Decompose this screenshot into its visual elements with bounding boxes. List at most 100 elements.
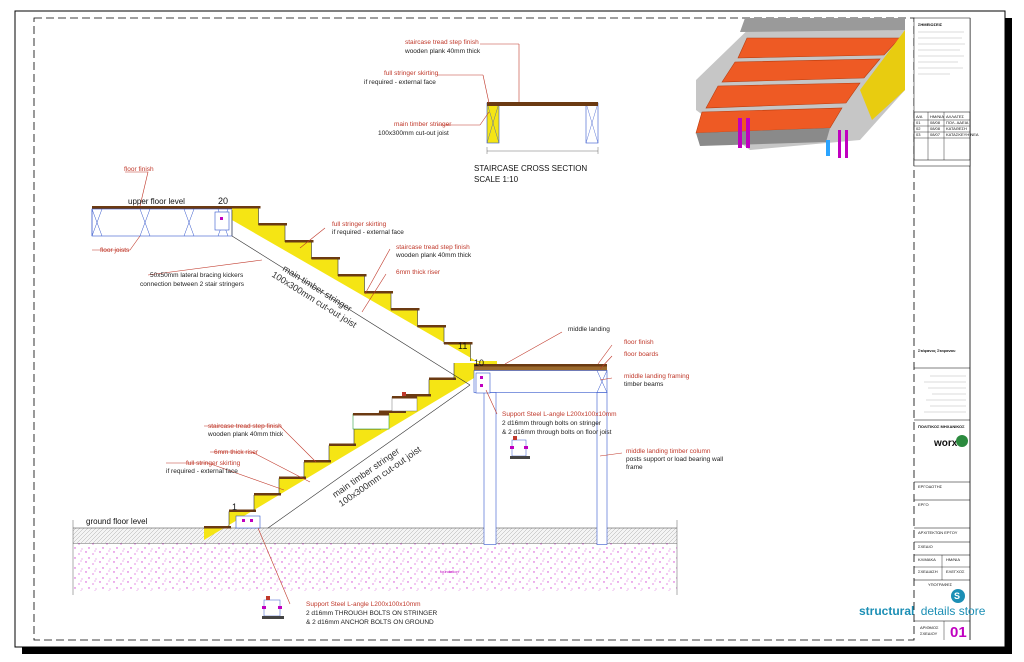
lower-tread-detail bbox=[352, 413, 390, 430]
field-client-label: ΕΡΓΟΔΟΤΗΣ bbox=[918, 484, 943, 489]
ground-concrete bbox=[73, 543, 677, 591]
lower-flight-tread bbox=[379, 410, 406, 413]
cross-section-tread bbox=[487, 102, 598, 106]
cross-tread-desc: wooden plank 40mm thick bbox=[404, 48, 481, 55]
lower-flight-tread bbox=[279, 476, 306, 479]
skirting-upper-label: full stringer skirting bbox=[332, 221, 387, 228]
upper-tread-detail bbox=[391, 392, 418, 412]
steel-landing-label-3: & 2 d16mm through bolts on floor joist bbox=[502, 429, 612, 436]
steel-ground-label-3: & 2 d16mm ANCHOR BOLTS ON GROUND bbox=[306, 619, 434, 626]
stair-3d-render bbox=[695, 18, 905, 158]
store-brand-secondary: details store bbox=[921, 604, 986, 618]
company-name: Στέφανος Στεφανου bbox=[918, 348, 956, 353]
rev-row-2-no: 02 bbox=[916, 126, 921, 131]
ground-steel-detail bbox=[262, 596, 284, 619]
landing-floor-boards bbox=[474, 366, 607, 371]
tread-upper-label: staircase tread step finish bbox=[396, 244, 470, 251]
ground-hatch bbox=[73, 528, 677, 543]
rev-row-1-no: 01 bbox=[916, 120, 921, 125]
cross-skirting-desc: if required - external face bbox=[364, 79, 436, 86]
cross-section-detail: staircase tread step finish wooden plank… bbox=[364, 39, 599, 184]
ground-floor-level-label: ground floor level bbox=[86, 517, 148, 526]
sheet-dashed-border bbox=[33, 17, 915, 641]
field-signatures-label: ΥΠΟΓΡΑΦΕΣ bbox=[928, 582, 953, 587]
lower-flight-tread bbox=[329, 443, 356, 446]
upper-flight-tread bbox=[444, 342, 473, 345]
upper-flight-tread bbox=[417, 325, 446, 328]
field-checked-label: ΕΛΕΓΧΟΣ bbox=[946, 569, 965, 574]
steel-ground-label-1: Support Steel L-angle L200x100x10mm bbox=[306, 601, 421, 608]
cross-skirting-label: full stringer skirting bbox=[384, 70, 439, 77]
rev-row-3-date: 08/07 bbox=[930, 132, 941, 137]
column-label-3: frame bbox=[626, 464, 643, 471]
cross-section-scale: SCALE 1:10 bbox=[474, 175, 519, 184]
landing-floor-finish bbox=[474, 364, 607, 367]
cross-stringer-desc: 100x300mm cut-out joist bbox=[378, 130, 449, 137]
rev-row-1-date: 08/08 bbox=[930, 120, 941, 125]
lower-flight-tread bbox=[429, 377, 456, 380]
floor-finish-label: floor finish bbox=[124, 166, 154, 173]
sheet-number-label-2: ΣΧΕΔΙΟΥ bbox=[920, 631, 938, 636]
sheet-number-label-1: ΑΡΙΘΜΟΣ bbox=[920, 625, 939, 630]
step-number-11: 11 bbox=[458, 341, 467, 351]
step-number-20: 20 bbox=[218, 196, 228, 206]
store-logo-icon bbox=[951, 589, 965, 603]
tread-lower-label: staircase tread step finish bbox=[208, 423, 282, 430]
landing-framing-label: middle landing framing bbox=[624, 373, 690, 380]
landing-floor-boards-label: floor boards bbox=[624, 351, 659, 358]
brand-logo-text: worx bbox=[933, 438, 958, 449]
skirting-lower-desc: if required - external face bbox=[166, 468, 238, 475]
steel-landing-label-1: Support Steel L-angle L200x100x10mm bbox=[502, 411, 617, 418]
upper-flight-tread bbox=[311, 257, 340, 260]
engineer-label: ΠΟΛΙΤΙΚΟΣ ΜΗΧΑΝΙΚΟΣ bbox=[918, 424, 965, 429]
landing-steel-detail bbox=[510, 436, 530, 459]
brand-logo-box bbox=[918, 434, 952, 448]
lower-flight-tread bbox=[229, 509, 256, 512]
field-project-label: ΕΡΓΟ bbox=[918, 502, 929, 507]
lower-flight-tread bbox=[254, 493, 281, 496]
store-brand-primary: structural bbox=[859, 604, 914, 618]
column-label-1: middle landing timber column bbox=[626, 448, 711, 455]
rev-header-changes: ΑΛΛΑΓΕΣ bbox=[946, 114, 965, 119]
landing-framing-desc: timber beams bbox=[624, 381, 664, 388]
upper-steel-angle bbox=[214, 211, 230, 231]
floor-joists-label: floor joists bbox=[100, 247, 130, 254]
lower-flight-tread bbox=[404, 394, 431, 397]
landing-framing bbox=[473, 370, 608, 393]
rev-row-1-desc: ΠΟΛ. ΑΔΕΙΑ bbox=[946, 120, 969, 125]
rev-row-3-no: 03 bbox=[916, 132, 921, 137]
rev-header-no: Α/Α bbox=[916, 114, 923, 119]
ground-steel-angle bbox=[235, 515, 261, 529]
riser-lower-label: 6mm thick riser bbox=[214, 449, 259, 456]
tread-upper-desc: wooden plank 40mm thick bbox=[395, 252, 472, 259]
upper-flight-tread bbox=[364, 291, 393, 294]
upper-floor-level-label: upper floor level bbox=[128, 197, 185, 206]
upper-floor-joists bbox=[91, 208, 233, 237]
field-architect-label: ΑΡΧΙΤΕΚΤΩΝ ΕΡΓΟΥ bbox=[918, 530, 958, 535]
upper-flight-tread bbox=[338, 274, 367, 277]
steel-landing-label-2: 2 d16mm through bolts on stringer bbox=[502, 420, 602, 427]
upper-floor-finish bbox=[92, 206, 232, 209]
bracing-desc: connection between 2 stair stringers bbox=[140, 281, 245, 288]
upper-flight-tread bbox=[391, 308, 420, 311]
bracing-label: 50x50mm lateral bracing kickers bbox=[150, 272, 244, 279]
lower-flight-tread bbox=[204, 526, 231, 529]
lower-flight-tread bbox=[304, 460, 331, 463]
step-number-1: 1 bbox=[232, 502, 237, 512]
store-brand: structural details store bbox=[859, 604, 986, 618]
landing-column-right bbox=[596, 392, 608, 545]
skirting-lower-label: full stringer skirting bbox=[186, 460, 241, 467]
upper-flight-tread bbox=[285, 240, 314, 243]
steel-ground-label-2: 2 d16mm THROUGH BOLTS ON STRINGER bbox=[306, 610, 438, 617]
field-drawing-label: ΣΧΕΔΙΟ bbox=[918, 544, 933, 549]
rev-row-2-date: 08/08 bbox=[930, 126, 941, 131]
rev-header-date: ΗΜ/ΝΙΑ bbox=[930, 114, 944, 119]
notes-header: ΣΗΜΕΙΩΣΕΙΣ bbox=[918, 22, 943, 27]
sheet-number: 01 bbox=[950, 624, 967, 641]
rev-row-3-desc: ΚΑΤΑΣΚΕΥΗ ΝΕΑ bbox=[946, 132, 979, 137]
render-post-right bbox=[746, 118, 750, 148]
cross-tread-label: staircase tread step finish bbox=[405, 39, 479, 46]
tread-lower-desc: wooden plank 40mm thick bbox=[207, 431, 284, 438]
foundation-label: foundation bbox=[440, 569, 459, 574]
step-number-10: 10 bbox=[474, 358, 484, 368]
